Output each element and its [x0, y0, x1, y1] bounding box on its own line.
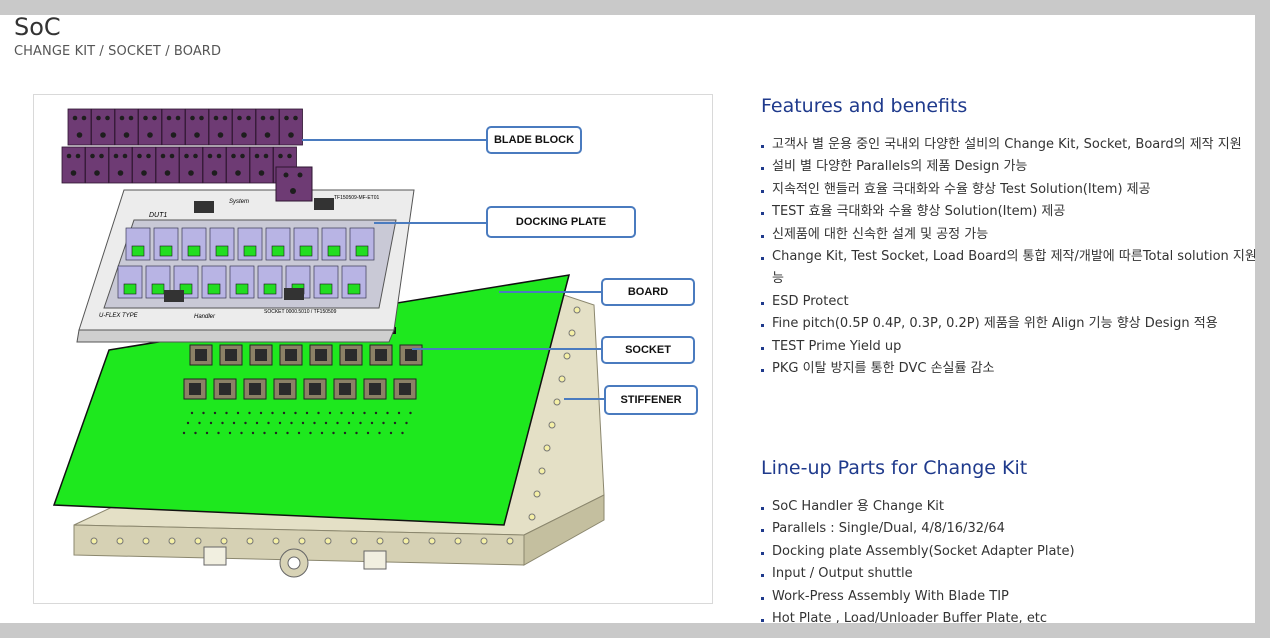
- leader-lines: [302, 139, 604, 400]
- list-item: TEST Prime Yield up: [760, 336, 1255, 358]
- features-list: 고객사 별 운용 중인 국내외 다양한 설비의 Change Kit, Sock…: [760, 134, 1255, 380]
- callout-board: BOARD: [601, 278, 695, 306]
- blade-block: [185, 108, 209, 146]
- list-item: ESD Protect: [760, 291, 1255, 313]
- list-item: 고객사 별 운용 중인 국내외 다양한 설비의 Change Kit, Sock…: [760, 134, 1255, 156]
- callout-stiffener: STIFFENER: [604, 385, 698, 415]
- list-item: Input / Output shuttle: [760, 563, 1255, 585]
- blade-block: [85, 146, 109, 184]
- list-item: 지속적인 핸들러 효율 극대화와 수율 향상 Test Solution(Ite…: [760, 179, 1255, 201]
- blade-block: [161, 108, 186, 146]
- page: SoC CHANGE KIT / SOCKET / BOARD: [0, 15, 1255, 623]
- list-item: Fine pitch(0.5P 0.4P, 0.3P, 0.2P) 제품을 위한…: [760, 313, 1255, 335]
- list-item: Parallels : Single/Dual, 4/8/16/32/64: [760, 518, 1255, 540]
- blade-block-single: [275, 166, 313, 202]
- blade-block: [61, 146, 86, 184]
- list-item: PKG 이탈 방지를 통한 DVC 손실률 감소: [760, 358, 1255, 380]
- blade-block: [232, 108, 256, 146]
- blade-block: [249, 146, 274, 184]
- page-subtitle: CHANGE KIT / SOCKET / BOARD: [14, 44, 222, 59]
- blade-block-array: [61, 108, 303, 184]
- board-pcb: [52, 274, 571, 526]
- lineup-heading: Line-up Parts for Change Kit: [761, 457, 1028, 479]
- list-item: TEST 효율 극대화와 수율 향상 Solution(Item) 제공: [760, 201, 1255, 223]
- plate-handler-label: Handler: [194, 314, 216, 320]
- list-item: Docking plate Assembly(Socket Adapter Pl…: [760, 541, 1255, 563]
- callout-blade-block: BLADE BLOCK: [486, 126, 582, 154]
- blade-block: [67, 108, 92, 146]
- callout-docking-plate: DOCKING PLATE: [486, 206, 636, 238]
- plate-socket-label: SOCKET 0000.5010 / TF150509: [264, 309, 337, 315]
- docking-plate: DUT1 System TF150509-MF-ET01 U-FLEX TYPE…: [76, 189, 415, 343]
- callout-socket: SOCKET: [601, 336, 695, 364]
- product-diagram: DUT1 System TF150509-MF-ET01 U-FLEX TYPE…: [33, 94, 713, 604]
- blade-block: [114, 108, 139, 146]
- page-title: SoC: [14, 15, 61, 41]
- blade-block: [226, 146, 250, 184]
- blade-block: [179, 146, 203, 184]
- blade-block: [108, 146, 133, 184]
- list-item: SoC Handler 용 Change Kit: [760, 496, 1255, 518]
- plate-type-label: U-FLEX TYPE: [99, 313, 139, 319]
- plate-part-label: TF150509-MF-ET01: [334, 195, 380, 201]
- blade-block: [279, 108, 303, 146]
- plate-system-label: System: [229, 199, 249, 205]
- list-item: Hot Plate , Load/Unloader Buffer Plate, …: [760, 608, 1255, 623]
- blade-block: [208, 108, 233, 146]
- blade-block: [155, 146, 180, 184]
- blade-block: [132, 146, 156, 184]
- list-item: 설비 별 다양한 Parallels의 제품 Design 가능: [760, 156, 1255, 178]
- blade-block: [202, 146, 227, 184]
- plate-dut-label: DUT1: [149, 212, 167, 219]
- blade-block: [91, 108, 115, 146]
- blade-block: [255, 108, 280, 146]
- exploded-assembly-illustration: DUT1 System TF150509-MF-ET01 U-FLEX TYPE…: [52, 108, 605, 578]
- blade-block: [138, 108, 162, 146]
- list-item: Change Kit, Test Socket, Load Board의 통합 …: [760, 246, 1255, 291]
- features-heading: Features and benefits: [761, 95, 968, 117]
- list-item: 신제품에 대한 신속한 설계 및 공정 가능: [760, 224, 1255, 246]
- list-item: Work-Press Assembly With Blade TIP: [760, 586, 1255, 608]
